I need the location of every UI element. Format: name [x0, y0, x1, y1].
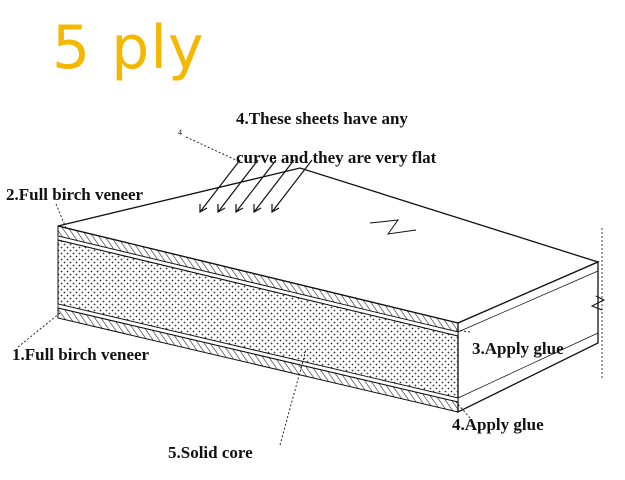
end-layer-line: [457, 332, 599, 399]
end-layer-line: [457, 270, 599, 333]
label-core: 5.Solid core: [168, 443, 253, 462]
break-mark-end: [590, 295, 606, 311]
label-bottom-veneer: 1.Full birch veneer: [12, 345, 150, 364]
label-glue-upper: 3.Apply glue: [472, 339, 564, 358]
label-glue-lower: 4.Apply glue: [452, 415, 544, 434]
label-top-veneer: 2.Full birch veneer: [6, 185, 144, 204]
pressure-arrows: [199, 159, 313, 214]
label-flat-line1: 4.These sheets have any: [236, 109, 408, 128]
leader-lines: [17, 136, 471, 446]
label-flat-line2: curve and they are very flat: [236, 148, 437, 167]
small-mark: 4: [178, 128, 182, 137]
bottom-veneer-layer: [57, 307, 459, 413]
page-title: 5 ply: [52, 13, 205, 83]
break-mark-top: [369, 219, 417, 235]
